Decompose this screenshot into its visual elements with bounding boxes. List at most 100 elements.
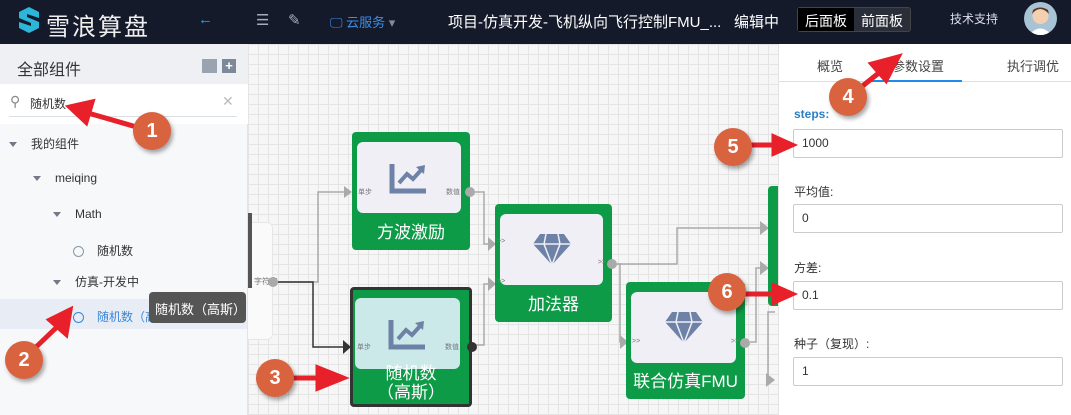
input-port-label: 单步 xyxy=(357,344,371,351)
input-port-label: >> xyxy=(497,238,506,245)
annotation-badge-2: 2 xyxy=(5,341,43,379)
top-bar: 雪浪算盘 ← ☰ ✎ 🖵 云服务 ▾ 项目-仿真开发-飞机纵向飞行控制FMU_.… xyxy=(0,0,1071,44)
node-random-gaussian[interactable]: 单步 数值 随机数（高斯） xyxy=(350,287,477,407)
input-port-label: 单步 xyxy=(358,189,372,196)
edge xyxy=(750,267,762,343)
avatar[interactable] xyxy=(1024,2,1057,35)
tree-label: 我的组件 xyxy=(31,137,80,151)
field-label-mean: 平均值: xyxy=(794,185,834,199)
diamond-icon xyxy=(532,233,571,268)
globe-icon xyxy=(73,312,84,324)
port-label: 字符串 xyxy=(254,277,278,286)
tree-folder-math[interactable]: Math xyxy=(53,207,102,221)
annotation-badge-5: 5 xyxy=(714,128,752,166)
output-port-label: 数值 xyxy=(445,344,459,351)
search-underline xyxy=(9,116,237,117)
caret-down-icon xyxy=(53,212,61,218)
output-port[interactable] xyxy=(740,338,750,348)
input-port-label: >> xyxy=(632,338,641,345)
add-icon[interactable]: + xyxy=(222,59,236,73)
output-port-label: >> xyxy=(730,338,739,345)
tab-params[interactable]: 参数设置 xyxy=(892,59,945,74)
output-port xyxy=(268,277,278,287)
edge xyxy=(475,191,490,245)
mean-input[interactable]: 0 xyxy=(793,204,1063,233)
node-icon-box xyxy=(500,214,603,285)
edit-status: 编辑中 xyxy=(734,14,780,31)
steps-input[interactable]: 1000 xyxy=(793,129,1063,158)
field-label-steps: steps: xyxy=(794,107,830,121)
edge xyxy=(617,227,762,265)
output-port[interactable] xyxy=(607,259,617,269)
logo-text: 雪浪算盘 xyxy=(46,14,150,41)
input-port-label: >> xyxy=(497,278,506,285)
magic-wand-icon[interactable]: ✎ xyxy=(288,12,301,29)
node-icon-box xyxy=(355,298,460,369)
port-arrow xyxy=(343,340,351,354)
port-arrow xyxy=(488,277,496,291)
node-label: 联合仿真FMU xyxy=(633,372,738,391)
annotation-arrow xyxy=(33,324,60,350)
output-port[interactable] xyxy=(467,342,477,352)
annotation-badge-6: 6 xyxy=(708,273,746,311)
cloud-service-label: 云服务 xyxy=(346,15,386,30)
outdent-icon[interactable]: ☰ xyxy=(256,12,270,29)
node-square-wave[interactable]: 单步 数值 方波激励 xyxy=(352,132,475,250)
edge xyxy=(475,283,490,346)
field-label-variance: 方差: xyxy=(794,261,822,275)
caret-down-icon xyxy=(53,280,61,286)
active-tab-indicator xyxy=(870,80,962,82)
back-panel-button[interactable]: 后面板 xyxy=(798,8,854,31)
output-port-label: 数值 xyxy=(446,189,460,196)
output-port-label: >> xyxy=(597,259,606,266)
tree-item-random[interactable]: 随机数 xyxy=(73,242,133,259)
monitor-icon: 🖵 xyxy=(330,15,347,30)
panel-switch: 后面板 前面板 xyxy=(797,7,911,32)
annotation-badge-1: 1 xyxy=(133,112,171,150)
clear-search-icon[interactable]: ✕ xyxy=(222,93,234,109)
tree-folder-sim-dev[interactable]: 仿真-开发中 xyxy=(53,273,139,290)
grid-view-icon[interactable] xyxy=(202,59,217,73)
canvas-scroll-handle[interactable] xyxy=(248,213,252,288)
tree-label: 仿真-开发中 xyxy=(75,275,139,289)
search-box xyxy=(0,84,248,124)
node-label: 随机数（高斯） xyxy=(377,364,445,402)
tab-exec-tuning[interactable]: 执行调优 xyxy=(1007,59,1060,74)
project-title: 项目-仿真开发-飞机纵向飞行控制FMU_... xyxy=(448,14,722,31)
cloud-service-menu[interactable]: 🖵 云服务 ▾ xyxy=(330,12,395,31)
search-icon: ⚲ xyxy=(10,93,21,109)
port-arrow xyxy=(344,186,352,198)
tree-label: meiqing xyxy=(55,171,98,185)
port-arrow xyxy=(760,221,769,235)
tooltip: 随机数（高斯） xyxy=(149,292,246,323)
search-input[interactable]: 随机数 xyxy=(30,97,67,111)
caret-down-icon xyxy=(33,176,41,182)
tree-folder-meiqing[interactable]: meiqing xyxy=(33,171,97,185)
partial-node-right[interactable] xyxy=(768,186,780,306)
output-port[interactable] xyxy=(465,187,475,197)
tech-support-link[interactable]: 技术支持 xyxy=(950,12,999,26)
tree-label: Math xyxy=(75,207,102,221)
front-panel-button[interactable]: 前面板 xyxy=(861,13,903,29)
tab-overview[interactable]: 概览 xyxy=(817,59,844,74)
tree-folder-my-components[interactable]: 我的组件 xyxy=(9,135,79,152)
edge-selected xyxy=(278,281,345,348)
variance-input[interactable]: 0.1 xyxy=(793,281,1063,310)
node-label: 方波激励 xyxy=(377,223,445,242)
port-arrow xyxy=(488,237,496,251)
node-adder[interactable]: >> >> >> 加法器 xyxy=(495,204,617,322)
node-icon-box xyxy=(357,142,461,213)
tree-label: 随机数 xyxy=(97,244,134,258)
logo-icon xyxy=(19,7,39,33)
port-arrow xyxy=(620,335,628,349)
back-arrow-icon[interactable]: ← xyxy=(198,11,213,28)
properties-panel: 概览 参数设置 执行调优 steps: 1000 平均值: 0 方差: 0.1 … xyxy=(778,44,1071,415)
port-arrow xyxy=(760,261,769,275)
chart-icon xyxy=(388,320,425,350)
caret-down-icon: ▾ xyxy=(388,15,396,30)
node-label: 加法器 xyxy=(528,295,579,314)
sidebar-title: 全部组件 xyxy=(17,62,82,79)
seed-input[interactable]: 1 xyxy=(793,357,1063,386)
